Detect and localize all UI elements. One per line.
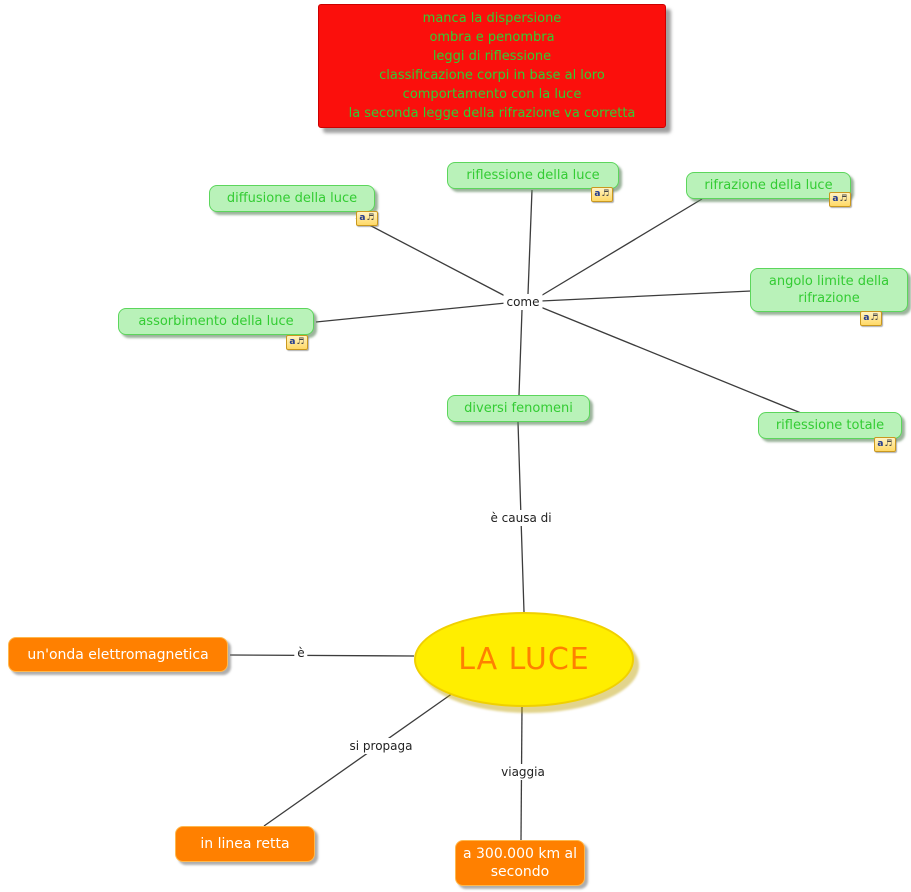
resource-icon-letter: a xyxy=(289,337,296,347)
annotation-note[interactable]: manca la dispersione ombra e penombra le… xyxy=(318,4,666,128)
concept-la-luce[interactable]: LA LUCE xyxy=(414,612,634,707)
resource-icon[interactable]: a ♬ xyxy=(829,192,851,207)
resource-icon[interactable]: a ♬ xyxy=(286,335,308,350)
resource-icon-note-glyph: ♬ xyxy=(366,213,375,223)
annotation-line: la seconda legge della rifrazione va cor… xyxy=(348,106,636,121)
resource-icon-note-glyph: ♬ xyxy=(839,194,848,204)
concept-angolo-limite-della-rifrazione[interactable]: angolo limite della rifrazione xyxy=(750,268,908,312)
resource-icon-note-glyph: ♬ xyxy=(884,439,893,449)
resource-icon-note-glyph: ♬ xyxy=(601,189,610,199)
concept-300000-km-al-secondo[interactable]: a 300.000 km al secondo xyxy=(455,840,585,886)
concept-rifrazione-della-luce[interactable]: rifrazione della luce xyxy=(686,172,851,199)
resource-icon[interactable]: a ♬ xyxy=(860,311,882,326)
link-label-e-causa-di[interactable]: è causa di xyxy=(487,510,555,526)
resource-icon-letter: a xyxy=(863,313,870,323)
resource-icon-letter: a xyxy=(832,194,839,204)
resource-icon[interactable]: a ♬ xyxy=(356,211,378,226)
link-label-viaggia[interactable]: viaggia xyxy=(498,764,548,780)
concept-riflessione-totale[interactable]: riflessione totale xyxy=(758,412,902,439)
link-label-e[interactable]: è xyxy=(294,645,308,661)
resource-icon-note-glyph: ♬ xyxy=(296,337,305,347)
resource-icon-letter: a xyxy=(594,189,601,199)
concept-diversi-fenomeni[interactable]: diversi fenomeni xyxy=(447,395,590,422)
annotation-line: manca la dispersione xyxy=(422,11,562,26)
concept-in-linea-retta[interactable]: in linea retta xyxy=(175,826,315,862)
annotation-line: classificazione corpi in base al loro xyxy=(379,68,605,83)
concept-onda-elettromagnetica[interactable]: un'onda elettromagnetica xyxy=(8,637,228,672)
resource-icon-letter: a xyxy=(877,439,884,449)
link-label-si-propaga[interactable]: si propaga xyxy=(346,738,416,754)
concept-riflessione-della-luce[interactable]: riflessione della luce xyxy=(447,162,619,189)
concept-assorbimento-della-luce[interactable]: assorbimento della luce xyxy=(118,308,314,335)
resource-icon[interactable]: a ♬ xyxy=(591,187,613,202)
annotation-line: ombra e penombra xyxy=(429,30,555,45)
link-label-come[interactable]: come xyxy=(503,294,543,310)
resource-icon[interactable]: a ♬ xyxy=(874,437,896,452)
concept-diffusione-della-luce[interactable]: diffusione della luce xyxy=(209,185,375,212)
resource-icon-letter: a xyxy=(359,213,366,223)
annotation-line: comportamento con la luce xyxy=(402,87,582,102)
resource-icon-note-glyph: ♬ xyxy=(870,313,879,323)
annotation-line: leggi di riflessione xyxy=(432,49,552,64)
